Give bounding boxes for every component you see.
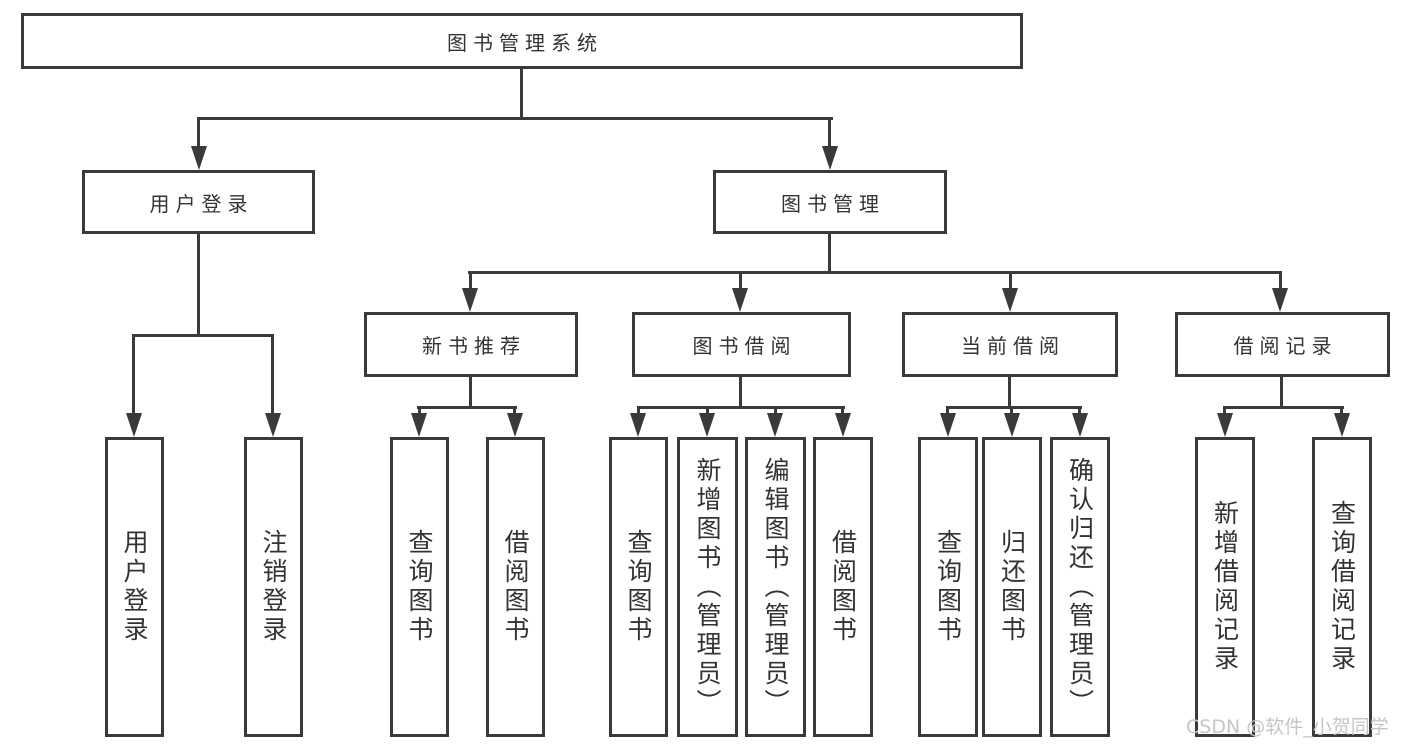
node-book-borrow-label: 图书借阅 bbox=[692, 334, 797, 358]
node-new-book-recommend: 新书推荐 bbox=[364, 312, 578, 377]
arrow-down-icon bbox=[126, 413, 142, 437]
connector-line bbox=[197, 117, 200, 148]
arrow-down-icon bbox=[835, 413, 851, 437]
arrow-down-icon bbox=[630, 413, 646, 437]
arrow-down-icon bbox=[265, 413, 281, 437]
arrow-down-icon bbox=[1334, 413, 1350, 437]
arrow-down-icon bbox=[1002, 288, 1018, 312]
leaf-user-login: 用户登录 bbox=[105, 437, 164, 737]
leaf-edit-books-admin-label: 编辑图书（管理员） bbox=[761, 456, 790, 718]
connector-line bbox=[197, 233, 200, 337]
node-root: 图书管理系统 bbox=[21, 13, 1023, 69]
connector-line bbox=[418, 406, 421, 415]
leaf-user-login-label: 用户登录 bbox=[120, 529, 149, 645]
node-user-login-label: 用户登录 bbox=[149, 191, 254, 216]
connector-line bbox=[774, 406, 777, 415]
connector-line bbox=[513, 406, 516, 415]
connector-line bbox=[1340, 406, 1343, 415]
leaf-logout: 注销登录 bbox=[244, 437, 303, 737]
arrow-down-icon bbox=[1272, 288, 1288, 312]
node-borrow-records-label: 借阅记录 bbox=[1233, 334, 1338, 358]
connector-line bbox=[271, 334, 274, 415]
node-current-borrow: 当前借阅 bbox=[902, 312, 1118, 377]
arrow-down-icon bbox=[1004, 413, 1020, 437]
leaf-add-books-admin: 新增图书（管理员） bbox=[677, 437, 738, 737]
connector-line bbox=[1280, 376, 1283, 408]
connector-line bbox=[841, 406, 844, 415]
leaf-return-books-label: 归还图书 bbox=[997, 529, 1027, 645]
node-root-label: 图书管理系统 bbox=[447, 30, 603, 55]
connector-line bbox=[1223, 406, 1226, 415]
connector-line bbox=[946, 406, 1082, 409]
leaf-add-borrow-record-label: 新增借阅记录 bbox=[1210, 500, 1240, 674]
node-new-book-recommend-label: 新书推荐 bbox=[422, 334, 526, 358]
arrow-down-icon bbox=[732, 288, 748, 312]
connector-line bbox=[417, 406, 517, 409]
node-user-login: 用户登录 bbox=[82, 170, 315, 234]
node-book-management-label: 图书管理 bbox=[781, 191, 885, 216]
connector-line bbox=[828, 117, 831, 148]
node-book-borrow: 图书借阅 bbox=[632, 312, 851, 377]
connector-line bbox=[1009, 271, 1012, 290]
leaf-return-books: 归还图书 bbox=[982, 437, 1042, 737]
csdn-watermark: CSDN @软件_小贺同学 bbox=[1186, 716, 1389, 738]
leaf-add-borrow-record: 新增借阅记录 bbox=[1195, 437, 1255, 737]
connector-line bbox=[739, 271, 742, 290]
leaf-query-books-recommend-label: 查询图书 bbox=[405, 529, 434, 645]
arrow-down-icon bbox=[699, 413, 715, 437]
leaf-query-borrow-record-label: 查询借阅记录 bbox=[1327, 500, 1357, 674]
connector-line bbox=[706, 406, 709, 415]
connector-line bbox=[1223, 406, 1344, 409]
arrow-down-icon bbox=[411, 413, 427, 437]
node-book-management: 图书管理 bbox=[713, 170, 947, 234]
leaf-borrow-books: 借阅图书 bbox=[813, 437, 873, 737]
leaf-logout-label: 注销登录 bbox=[259, 529, 288, 645]
connector-line bbox=[637, 406, 845, 409]
arrow-down-icon bbox=[1217, 413, 1233, 437]
connector-line bbox=[828, 233, 831, 274]
leaf-query-books-current: 查询图书 bbox=[918, 437, 978, 737]
leaf-add-books-admin-label: 新增图书（管理员） bbox=[693, 456, 722, 718]
leaf-borrow-books-label: 借阅图书 bbox=[828, 529, 858, 645]
arrow-down-icon bbox=[462, 288, 478, 312]
leaf-query-borrow-record: 查询借阅记录 bbox=[1312, 437, 1372, 737]
leaf-query-books-recommend: 查询图书 bbox=[390, 437, 449, 737]
connector-line bbox=[1010, 406, 1013, 415]
arrow-down-icon bbox=[191, 146, 207, 170]
connector-line bbox=[132, 334, 274, 337]
connector-line bbox=[739, 376, 742, 408]
connector-line bbox=[946, 406, 949, 415]
connector-line bbox=[469, 376, 472, 408]
connector-line bbox=[468, 271, 1282, 274]
node-current-borrow-label: 当前借阅 bbox=[961, 334, 1065, 358]
connector-line bbox=[637, 406, 640, 415]
connector-line bbox=[469, 271, 472, 290]
leaf-query-books-borrow: 查询图书 bbox=[609, 437, 668, 737]
arrow-down-icon bbox=[940, 413, 956, 437]
leaf-edit-books-admin: 编辑图书（管理员） bbox=[745, 437, 806, 737]
leaf-confirm-return-admin: 确认归还（管理员） bbox=[1050, 437, 1110, 737]
connector-line bbox=[1279, 271, 1282, 290]
connector-line bbox=[520, 68, 523, 119]
connector-line bbox=[1008, 376, 1011, 408]
arrow-down-icon bbox=[1072, 413, 1088, 437]
leaf-query-books-borrow-label: 查询图书 bbox=[624, 529, 653, 645]
leaf-query-books-current-label: 查询图书 bbox=[933, 529, 963, 645]
connector-line bbox=[1078, 406, 1081, 415]
arrow-down-icon bbox=[767, 413, 783, 437]
node-borrow-records: 借阅记录 bbox=[1175, 312, 1390, 377]
leaf-borrow-books-recommend-label: 借阅图书 bbox=[501, 529, 530, 645]
arrow-down-icon bbox=[822, 146, 838, 170]
leaf-confirm-return-admin-label: 确认归还（管理员） bbox=[1065, 456, 1095, 718]
arrow-down-icon bbox=[507, 413, 523, 437]
connector-line bbox=[132, 334, 135, 415]
connector-line bbox=[197, 117, 833, 120]
leaf-borrow-books-recommend: 借阅图书 bbox=[486, 437, 545, 737]
